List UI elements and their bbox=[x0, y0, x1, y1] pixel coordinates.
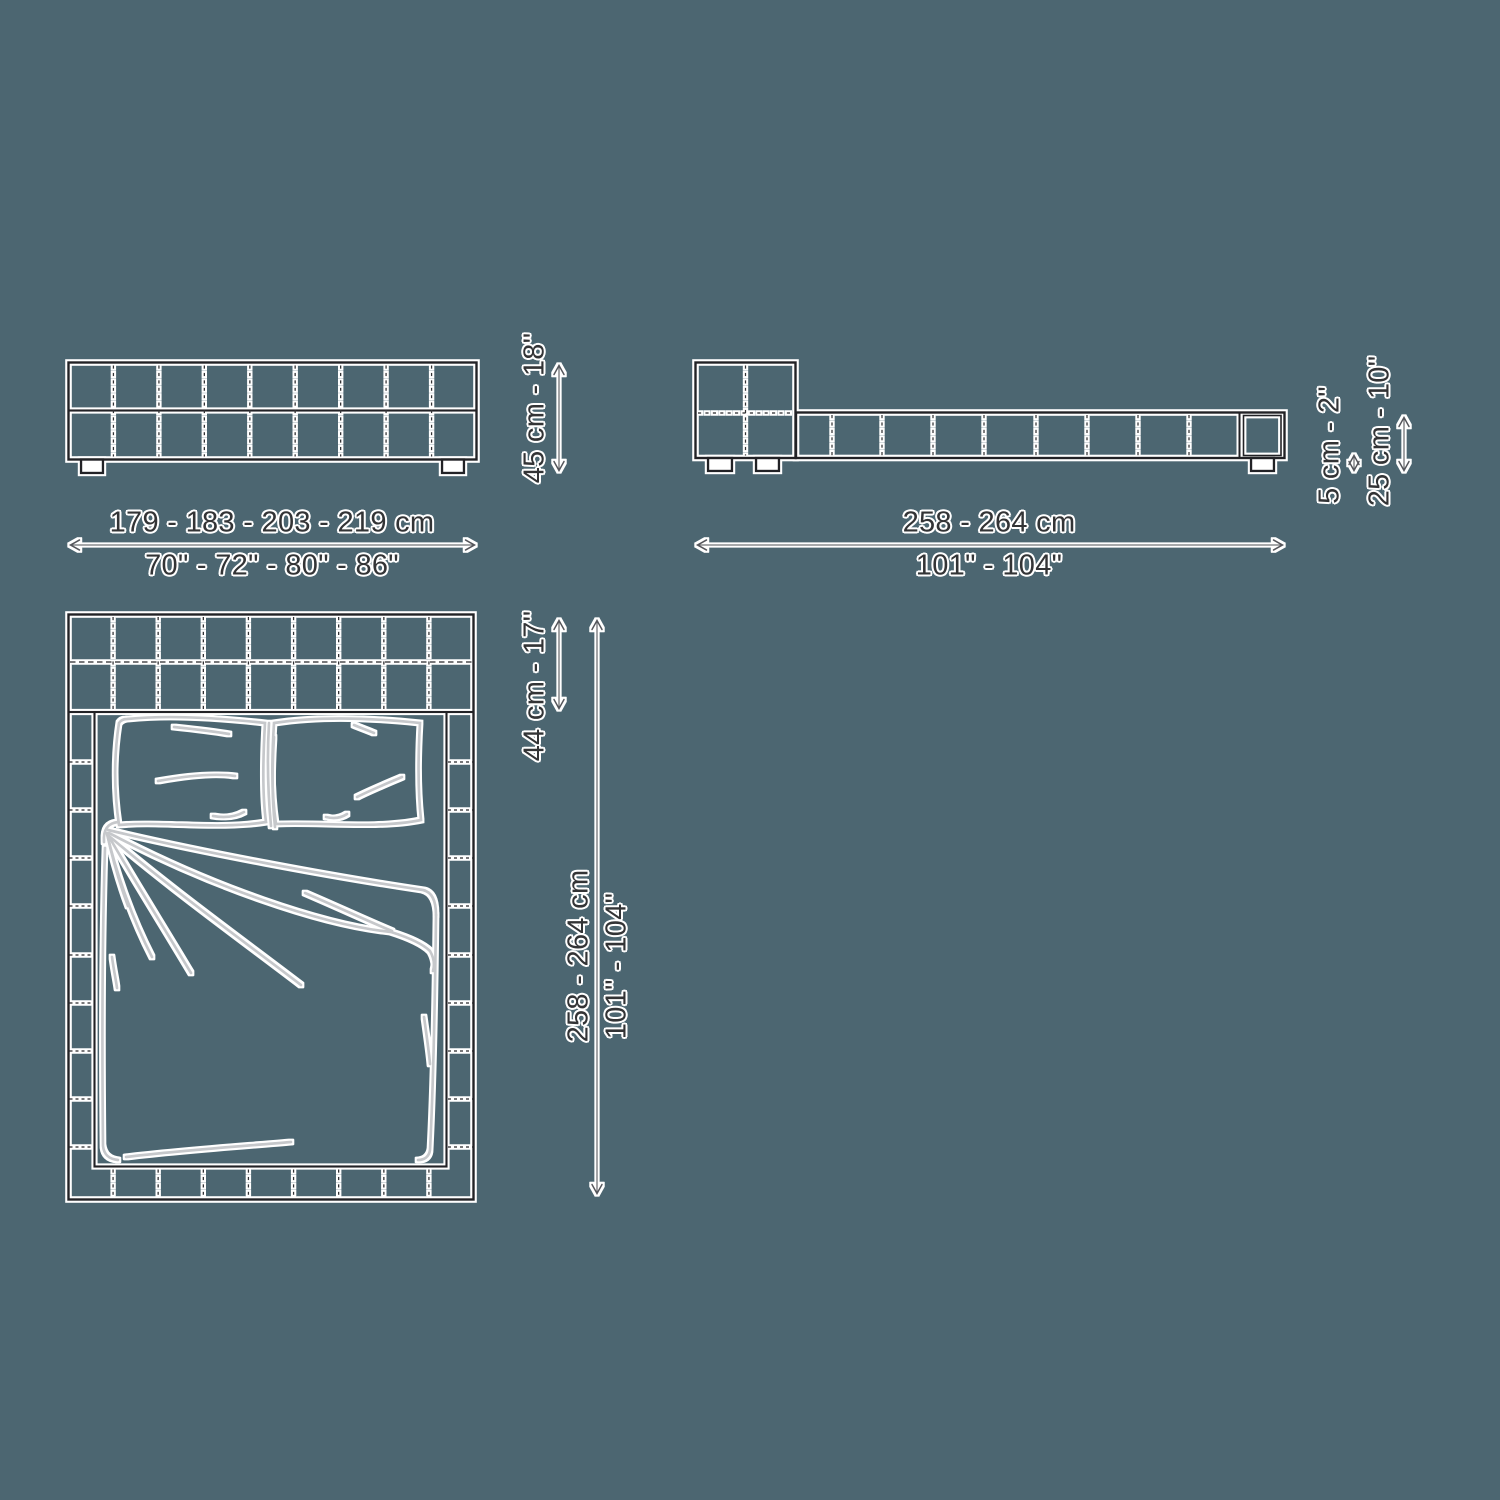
side-foot bbox=[754, 456, 781, 473]
pillow-crease bbox=[352, 723, 376, 735]
top-view bbox=[67, 613, 475, 1201]
side-length-in-label: 101" - 104" bbox=[915, 549, 1063, 582]
side-view bbox=[694, 361, 1286, 473]
pillow-crease bbox=[156, 773, 237, 783]
top-mattress-outline bbox=[93, 712, 448, 1168]
side-length-cm-label: 258 - 264 cm bbox=[902, 506, 1076, 539]
front-width-cm-label: 179 - 183 - 203 - 219 cm bbox=[109, 506, 435, 539]
duvet-fold-line bbox=[303, 891, 394, 933]
top-headboard-seams bbox=[112, 617, 430, 710]
side-leg-height-label: 5 cm - 2" bbox=[1313, 386, 1346, 504]
side-base-height-label: 25 cm - 10" bbox=[1363, 355, 1396, 507]
front-right-foot bbox=[440, 458, 466, 475]
duvet-wrinkle bbox=[110, 955, 119, 990]
front-view bbox=[67, 361, 478, 475]
duvet-corner-fold bbox=[102, 820, 120, 844]
front-height-label: 45 cm - 18" bbox=[518, 332, 551, 484]
side-base-outline bbox=[794, 411, 1286, 460]
duvet-fold-line bbox=[107, 834, 303, 987]
side-quilt-seams bbox=[698, 365, 1190, 456]
top-side-rail-ticks bbox=[69, 761, 473, 1148]
side-headboard-outline bbox=[694, 361, 797, 460]
top-headboard-depth-label: 44 cm - 17" bbox=[518, 610, 551, 762]
pillow-crease bbox=[211, 810, 246, 819]
side-foot bbox=[706, 456, 734, 473]
pillow-crease bbox=[355, 775, 404, 799]
duvet-left-edge bbox=[101, 846, 120, 1162]
pillow-crease bbox=[172, 725, 231, 736]
pillow-crease bbox=[324, 812, 349, 820]
pillow-left bbox=[113, 715, 268, 827]
top-length-cm-label: 258 - 264 cm bbox=[562, 869, 595, 1043]
front-left-foot bbox=[79, 458, 105, 475]
duvet-bottom-edge bbox=[124, 1140, 293, 1159]
duvet-fold-line bbox=[107, 831, 436, 973]
dimension-lines bbox=[68, 363, 1410, 1196]
top-footband-seams bbox=[112, 1169, 430, 1198]
side-foot bbox=[1249, 456, 1276, 473]
top-bed-outline bbox=[67, 613, 475, 1201]
duvet-fold-line bbox=[106, 833, 193, 975]
side-end-cushion bbox=[1242, 414, 1282, 457]
duvet-top-edge bbox=[106, 828, 438, 917]
pillow-gap-line bbox=[271, 735, 277, 829]
pillow-gap-line bbox=[266, 721, 273, 828]
duvet-wrinkle bbox=[422, 1015, 432, 1066]
bedding-sketch bbox=[101, 715, 438, 1162]
pillow-right bbox=[271, 717, 423, 827]
top-length-in-label: 101" - 104" bbox=[600, 892, 633, 1040]
duvet-fold-line bbox=[105, 832, 154, 959]
front-width-in-label: 70" - 72" - 80" - 86" bbox=[145, 549, 399, 582]
front-quilt-seams bbox=[112, 365, 433, 457]
duvet-right-edge bbox=[416, 913, 438, 1162]
